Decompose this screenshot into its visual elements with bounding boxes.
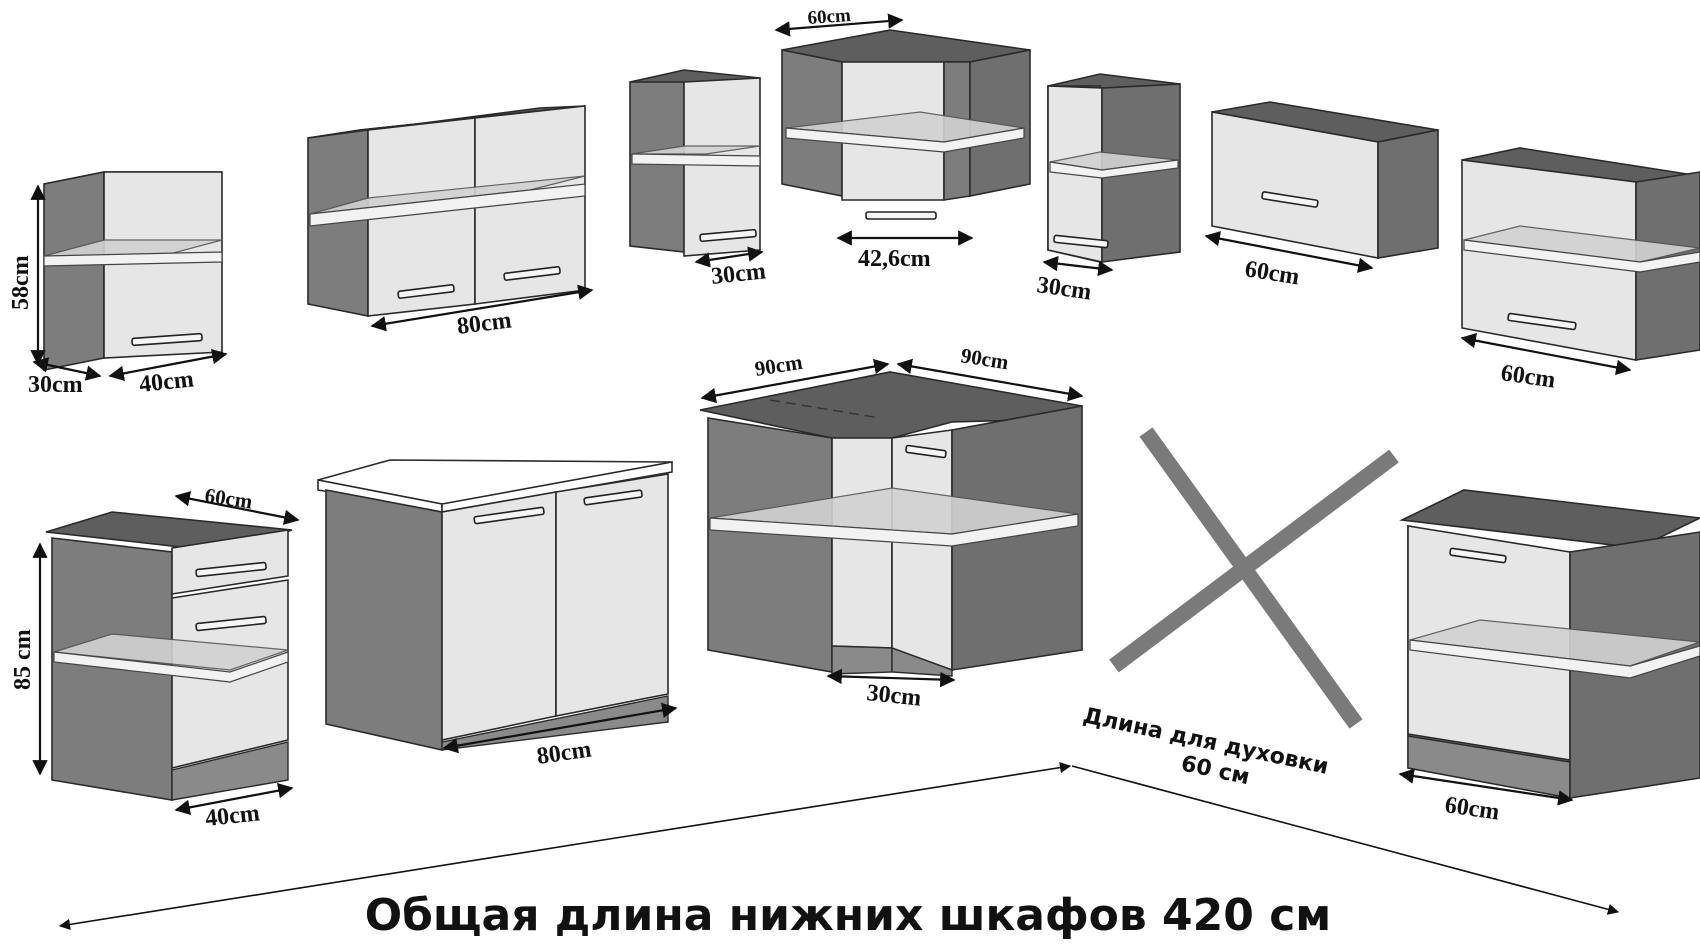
width-arrow [370, 284, 594, 332]
door-handle [131, 332, 203, 347]
lower-cabinet-40 [45, 511, 293, 801]
top-arrow [174, 491, 300, 525]
l1-height-label: 85 cm [10, 629, 36, 690]
u7-width-label: 60cm [1499, 360, 1557, 393]
upper-cabinet-80 [307, 105, 586, 317]
right-arrow [896, 358, 1084, 402]
oven-gap-cross [1109, 427, 1399, 729]
cross-line-2 [1109, 449, 1399, 673]
upper-cabinet-30-left [629, 69, 761, 257]
u2-width-label: 80cm [456, 307, 513, 339]
l4-width-label: 60cm [1443, 792, 1501, 825]
total-length-label: Общая длина нижних шкафов 420 см [365, 890, 1332, 941]
door-handle [699, 228, 757, 243]
l3-left-label: 90cm [753, 350, 804, 381]
width-arrow [1042, 255, 1114, 277]
plinth-inner [831, 645, 893, 675]
drawer-handle [195, 561, 267, 578]
width-arrow [1460, 333, 1632, 375]
cabinet-side [325, 489, 443, 751]
door-handle [865, 211, 937, 220]
right-door-handle [503, 266, 561, 281]
shelf-edge [1463, 239, 1700, 273]
top-arrow [774, 13, 904, 37]
depth-arrow [826, 668, 956, 688]
door-handle [195, 615, 267, 632]
cabinet-shelf [53, 633, 289, 671]
upper-cabinet-corner [781, 29, 1031, 220]
lower-cabinet-80 [317, 459, 673, 751]
door-handle [1053, 234, 1109, 249]
u1-width-label: 40cm [138, 366, 195, 398]
l2-width-label: 80cm [535, 737, 593, 770]
drawer-front [171, 529, 289, 595]
left-door [441, 491, 557, 741]
cabinet-shelf [631, 145, 761, 155]
u1-height-label: 58cm [8, 255, 34, 310]
door-handle [1261, 191, 1319, 208]
width-arrow [108, 349, 228, 381]
upper-cabinet-60-low [1211, 101, 1439, 259]
upper-cabinet-30-right [1047, 73, 1181, 264]
depth-arrow [32, 357, 102, 381]
right-door [555, 473, 669, 717]
cabinet-side [1377, 129, 1439, 259]
l1-top-label: 60cm [203, 483, 254, 513]
shelf-edge [631, 153, 761, 167]
worktop-edge-front [441, 461, 673, 513]
worktop [1399, 489, 1700, 549]
cabinet-side [629, 81, 685, 253]
u5-width-label: 30cm [1035, 272, 1093, 305]
upper-cabinet-60-right [1461, 147, 1700, 361]
l3-right-label: 90cm [959, 343, 1010, 374]
width-arrow [1204, 231, 1374, 273]
width-arrow [442, 702, 678, 754]
l3-depth-label: 30cm [865, 680, 922, 712]
cross-line-1 [1139, 427, 1363, 729]
door-handle [1449, 547, 1507, 564]
left-arrow [700, 358, 890, 404]
left-door-handle [473, 506, 545, 525]
cabinet-left-face [707, 417, 833, 673]
shelf-edge [1409, 639, 1700, 679]
total-arrow-right [1071, 765, 1620, 915]
shelf-edge [1049, 159, 1179, 179]
lower-cabinet-60 [1399, 489, 1700, 799]
shelf-edge [53, 651, 289, 683]
u3-width-label: 30cm [710, 258, 767, 290]
width-arrow [694, 246, 764, 268]
door-handle [905, 444, 947, 459]
width-arrow [1398, 768, 1574, 806]
cabinet-door [891, 429, 953, 672]
cabinet-side [43, 171, 105, 371]
lower-cabinet-corner [699, 371, 1083, 677]
cabinet-right-face [951, 405, 1083, 671]
inner-face [831, 437, 893, 649]
cabinet-door [683, 77, 761, 257]
right-door-handle [583, 489, 643, 506]
shelf-edge [709, 513, 1079, 547]
u6-width-label: 60cm [1243, 256, 1301, 290]
upper-cabinet-40 [43, 171, 223, 371]
cabinet-door [103, 171, 223, 359]
l1-width-label: 40cm [204, 800, 261, 832]
u4-top-label: 60cm [807, 5, 852, 29]
shelf-edge [785, 127, 1025, 153]
u1-depth-label: 30cm [28, 372, 83, 398]
shelf-edge [309, 183, 586, 227]
door-handle [1507, 312, 1577, 331]
cabinet-right-side [969, 49, 1031, 197]
total-arrow-left [58, 762, 1072, 930]
u4-width-label: 42,6cm [858, 246, 931, 272]
